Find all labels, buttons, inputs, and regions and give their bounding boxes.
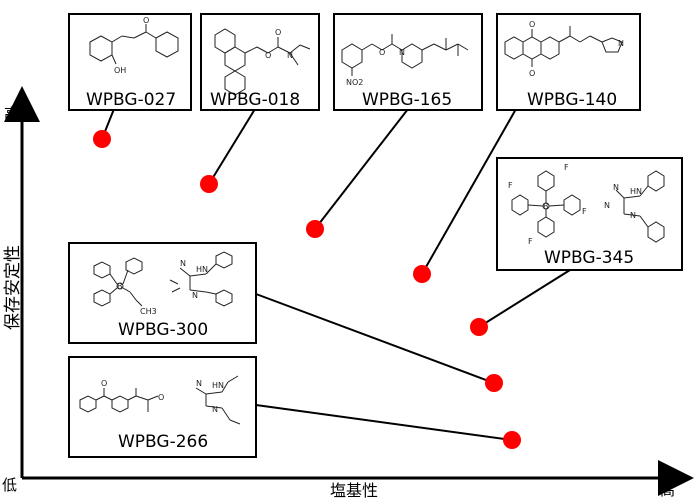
label-wpbg-018: WPBG-018	[210, 90, 300, 110]
atom-o-2: O	[275, 28, 281, 37]
compound-box-wpbg-027: OH O WPBG-027	[68, 13, 192, 111]
compound-box-wpbg-300: B CH3 HN N N WPBG-300	[68, 242, 257, 344]
atom-n: N	[613, 183, 619, 192]
structure-wpbg-345	[511, 170, 665, 243]
atom-n-2: N	[604, 201, 610, 210]
structure-wpbg-266	[79, 375, 241, 425]
atom-ch3: CH3	[140, 307, 157, 316]
connector-300	[255, 293, 495, 384]
atom-o: O	[379, 48, 385, 57]
atom-b: B	[117, 282, 123, 291]
atom-n-2: N	[212, 405, 218, 414]
point-wpbg-165	[306, 220, 324, 238]
atom-n-2: N	[192, 291, 198, 300]
atom-o: O	[143, 16, 149, 25]
structure-wpbg-165	[341, 34, 469, 76]
compound-box-wpbg-018: O O N WPBG-018	[200, 13, 320, 111]
atom-f-2: F	[564, 163, 569, 172]
x-axis-title: 塩基性	[330, 481, 378, 500]
x-high-label: 高	[660, 481, 675, 499]
atom-n: N	[180, 259, 186, 268]
y-axis-title: 保存安定性	[3, 245, 23, 330]
atom-no2: NO2	[346, 78, 363, 87]
atom-b: B	[543, 202, 549, 211]
structure-wpbg-300	[93, 251, 233, 307]
compound-box-wpbg-165: O N NO2 WPBG-165	[333, 13, 483, 111]
point-wpbg-027	[93, 130, 111, 148]
atom-o: O	[101, 379, 107, 388]
atom-n: N	[399, 48, 405, 57]
connectors	[101, 108, 571, 441]
atom-n: N	[618, 39, 624, 48]
atom-n: N	[196, 379, 202, 388]
atom-oh: OH	[114, 66, 126, 75]
compound-box-wpbg-266: O O HN N N WPBG-266	[68, 356, 257, 458]
label-wpbg-140: WPBG-140	[527, 90, 617, 110]
atom-n-3: N	[630, 211, 636, 220]
label-wpbg-345: WPBG-345	[544, 248, 634, 268]
label-wpbg-266: WPBG-266	[118, 432, 208, 452]
atom-o-2: O	[529, 69, 535, 78]
atom-f-4: F	[528, 237, 533, 246]
connector-266	[255, 404, 513, 441]
atom-hn: HN	[212, 381, 224, 390]
point-wpbg-300	[485, 374, 503, 392]
connector-140	[421, 108, 517, 275]
label-wpbg-165: WPBG-165	[362, 90, 452, 110]
structure-wpbg-018	[214, 28, 311, 96]
atom-o: O	[529, 20, 535, 29]
point-wpbg-345	[470, 318, 488, 336]
connector-165	[314, 108, 409, 230]
connector-345	[478, 269, 571, 328]
atom-o: O	[265, 51, 271, 60]
compound-box-wpbg-140: O O N WPBG-140	[496, 13, 641, 111]
compound-box-wpbg-345: F F F F B HN N N N WPBG-345	[496, 157, 683, 271]
point-wpbg-140	[413, 265, 431, 283]
structure-wpbg-140	[504, 26, 623, 67]
point-wpbg-266	[503, 431, 521, 449]
atom-hn: HN	[630, 187, 642, 196]
label-wpbg-027: WPBG-027	[86, 90, 176, 110]
point-wpbg-018	[200, 175, 218, 193]
y-high-label: 高	[4, 105, 19, 123]
label-wpbg-300: WPBG-300	[118, 320, 208, 340]
atom-o-2: O	[158, 393, 164, 402]
structure-wpbg-027	[89, 24, 179, 65]
atom-n: N	[287, 51, 293, 60]
atom-f-3: F	[582, 207, 587, 216]
connector-018	[208, 108, 256, 185]
origin-low-label: 低	[2, 476, 17, 494]
atom-f: F	[508, 181, 513, 190]
atom-hn: HN	[196, 265, 208, 274]
data-points	[93, 130, 521, 449]
